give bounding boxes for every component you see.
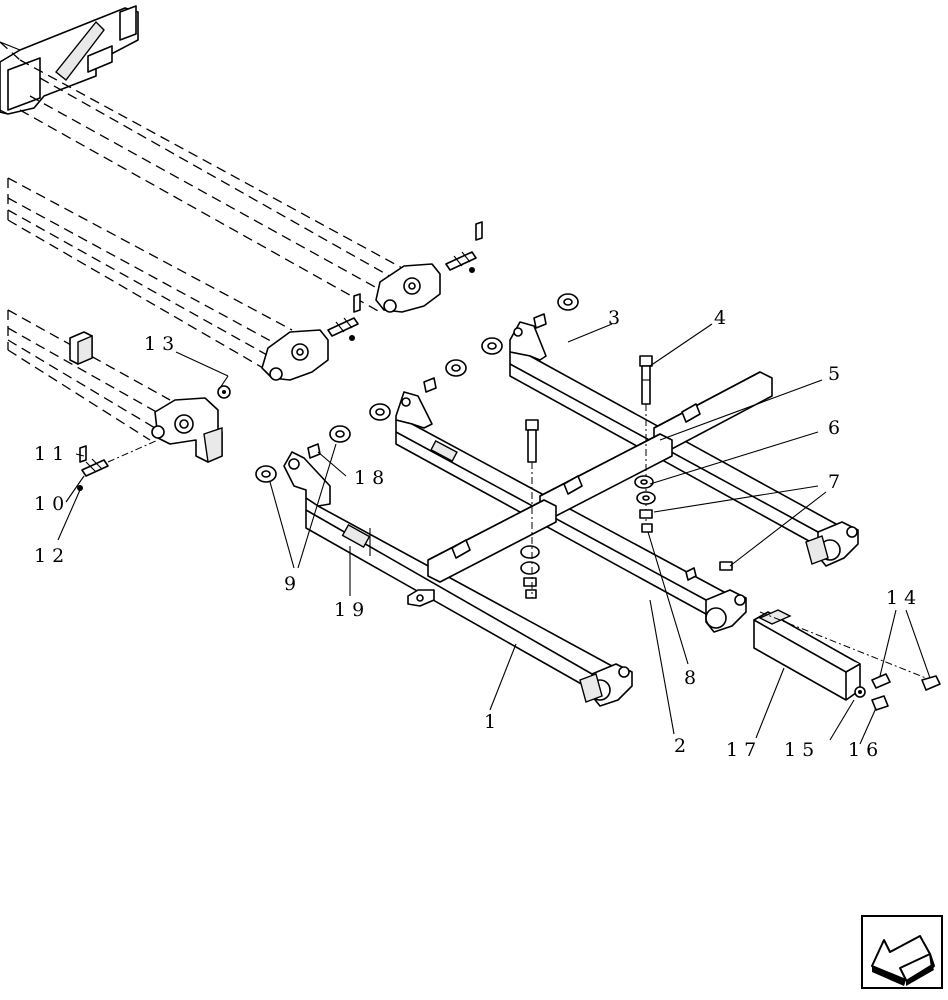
hardware-stack-center	[634, 404, 733, 571]
back-navigation-button[interactable]	[861, 915, 943, 989]
spacer-block	[69, 331, 93, 366]
callout-3: 3	[608, 307, 626, 329]
callout-6: 6	[828, 417, 846, 439]
callout-15: 15	[784, 739, 820, 761]
callout-7: 7	[828, 471, 846, 493]
frame1-hardware	[255, 425, 697, 599]
hinge-bracket-middle	[261, 293, 361, 381]
hidden-lines-upper	[0, 41, 416, 313]
hidden-lines-lower	[7, 309, 171, 441]
callout-4: 4	[714, 307, 732, 329]
callout-8: 8	[684, 667, 702, 689]
callout-labels: 1 2 3 4 5 6 7 8 9 10 11 12 13 14 15 16 1…	[34, 307, 922, 761]
frame-rail-3	[509, 321, 859, 567]
callout-19: 19	[334, 599, 370, 621]
extension-tube-17	[753, 609, 937, 701]
callout-18: 18	[354, 467, 390, 489]
pin-assembly-left	[77, 439, 159, 491]
callout-17: 17	[726, 739, 762, 761]
callout-1: 1	[484, 711, 502, 733]
fasteners-14-15-16	[854, 673, 941, 711]
hinge-bracket-left	[151, 385, 231, 464]
callout-10: 10	[34, 493, 70, 515]
callout-9: 9	[284, 573, 302, 595]
back-arrow-icon	[871, 935, 936, 986]
callout-12: 12	[34, 545, 70, 567]
hidden-lines-middle	[7, 177, 293, 373]
frame3-hardware	[481, 293, 579, 355]
callout-11: 11	[34, 443, 70, 465]
main-frame-fragment	[0, 5, 139, 115]
leader-lines	[57, 323, 931, 745]
hinge-bracket-upper	[375, 221, 483, 313]
callout-13: 13	[144, 333, 180, 355]
frame-rail-2	[395, 391, 747, 633]
bolt-4	[639, 355, 653, 405]
frame-rail-1	[283, 451, 633, 707]
callout-5: 5	[828, 363, 846, 385]
callout-2: 2	[674, 735, 692, 757]
callout-14: 14	[886, 587, 922, 609]
callout-16: 16	[848, 739, 884, 761]
frame2-hardware	[369, 359, 539, 463]
